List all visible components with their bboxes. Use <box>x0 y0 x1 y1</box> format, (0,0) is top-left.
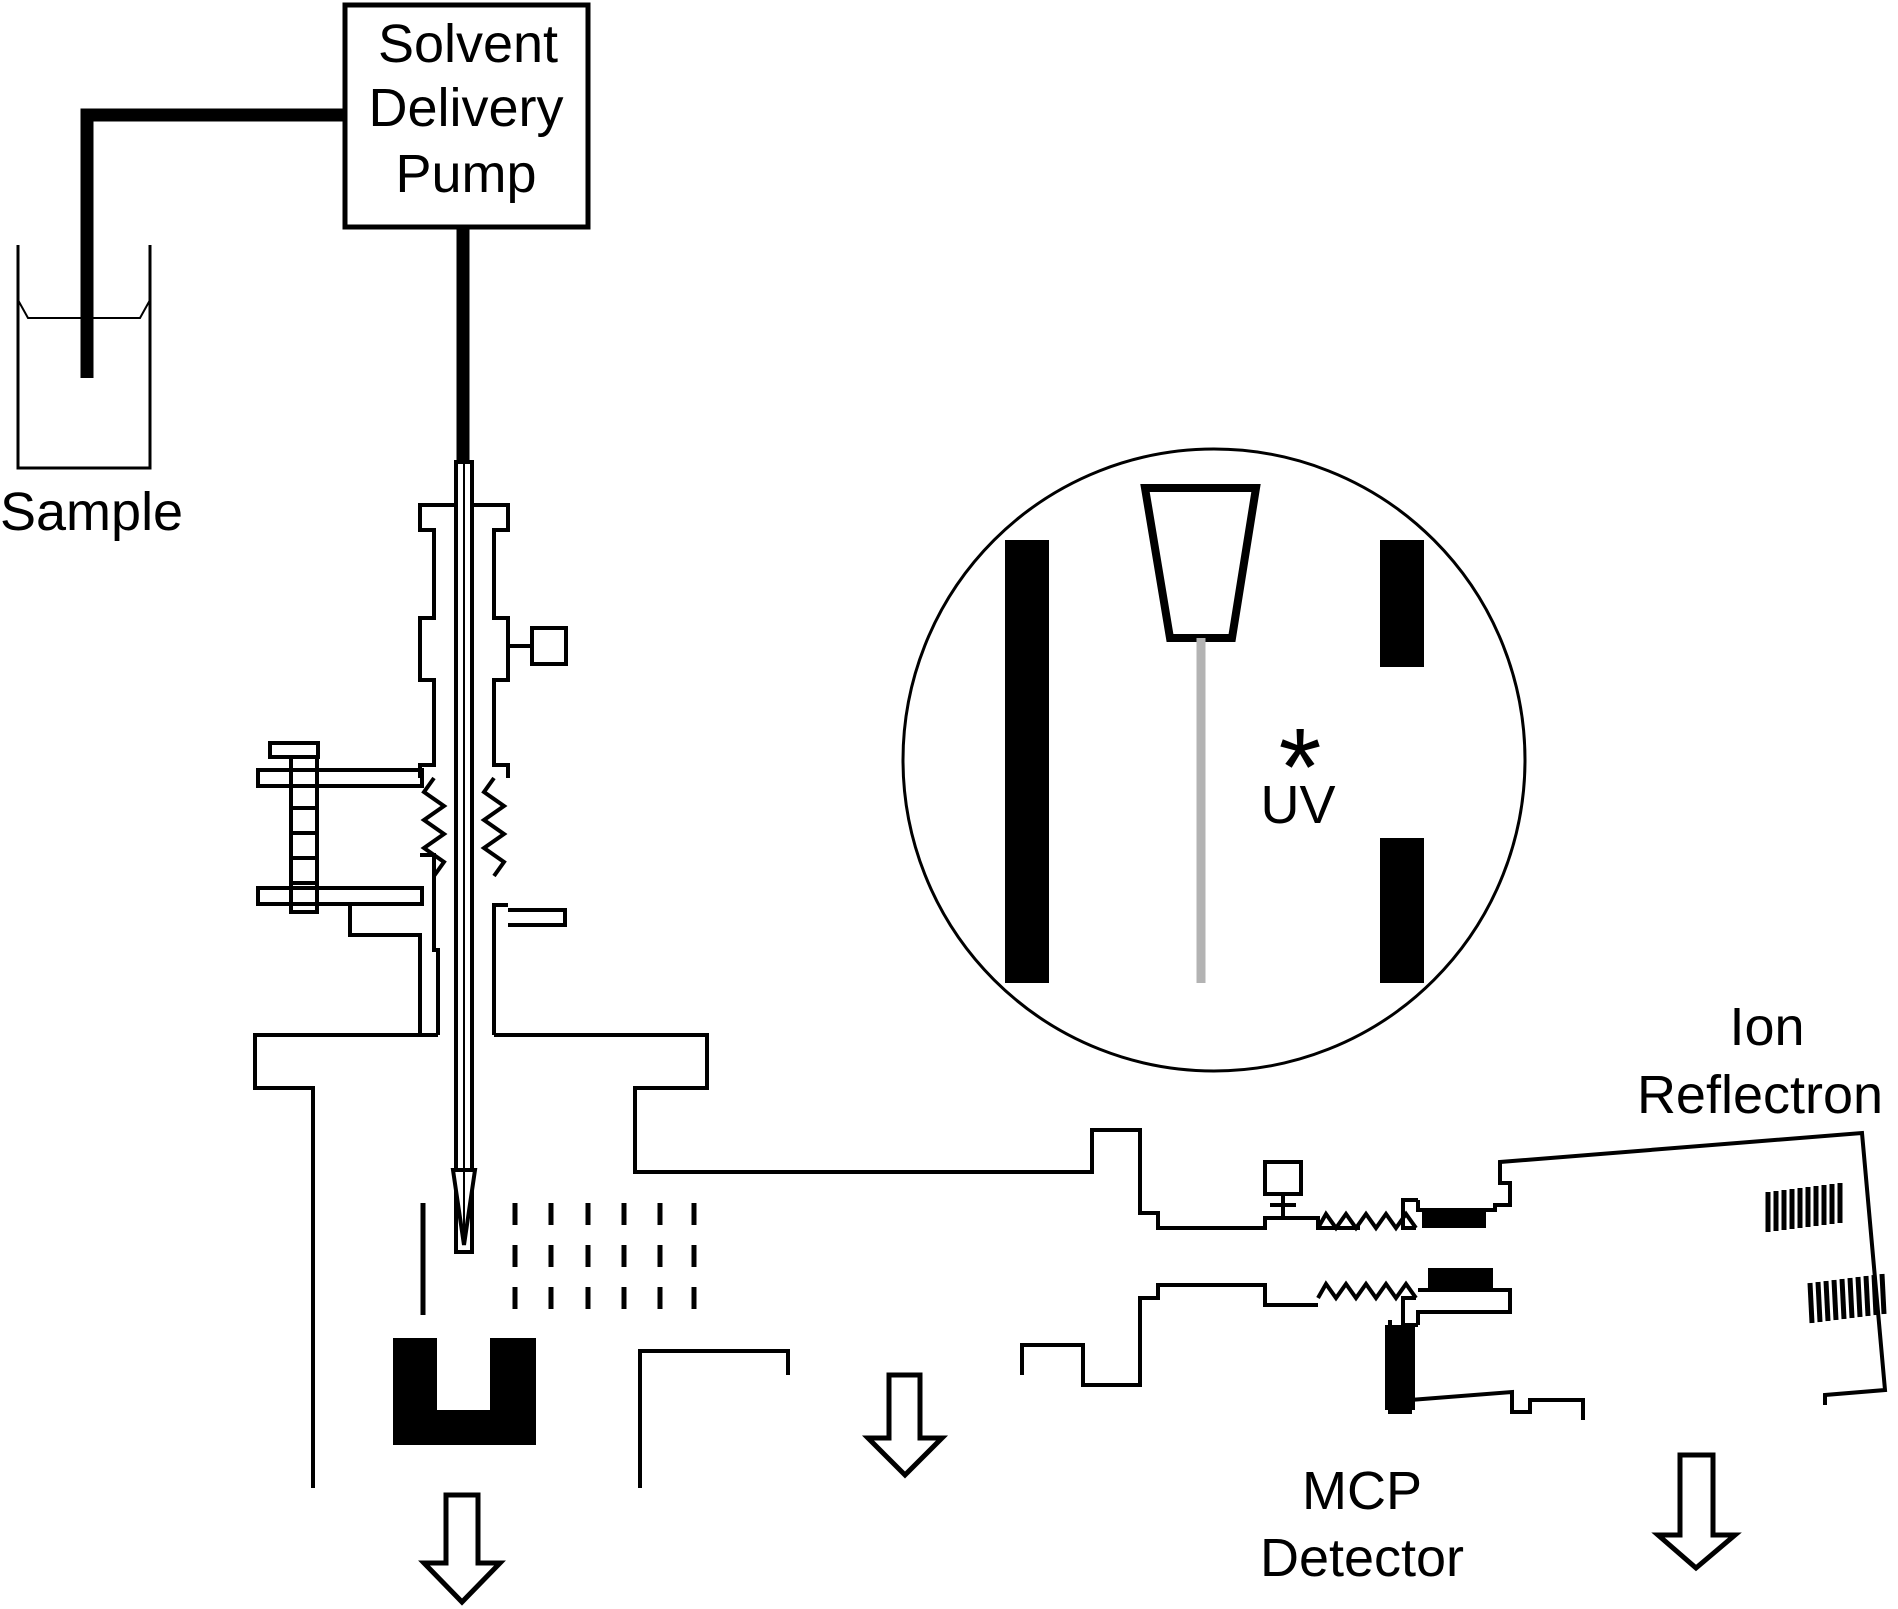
extraction-electrodes <box>420 1203 697 1315</box>
flight-tube <box>1020 1128 1360 1387</box>
pump-label-line1: Solvent <box>378 14 558 74</box>
pump-out-arrow-middle <box>861 1372 949 1479</box>
source-chamber <box>253 1033 1085 1488</box>
droplet-catcher <box>393 1338 536 1445</box>
pump-out-arrow-reflectron <box>1651 1452 1742 1572</box>
emitter-holder <box>418 503 568 1035</box>
pump-out-arrow-source <box>418 1492 506 1606</box>
reflectron-grid-lower <box>1807 1273 1887 1324</box>
sample-feed-tube <box>80 108 345 378</box>
sample-beaker: Sample <box>0 245 183 542</box>
reflectron-label-line2: Reflectron <box>1637 1065 1883 1125</box>
pump-label-line3: Pump <box>395 144 536 204</box>
emitter-capillary <box>450 460 478 1254</box>
mcp-label-line1: MCP <box>1302 1461 1422 1521</box>
reflectron-label-line1: Ion <box>1729 997 1804 1057</box>
uv-laser-inset: * UV <box>901 447 1527 1073</box>
solvent-delivery-pump: Solvent Delivery Pump <box>342 2 591 230</box>
flight-tube-bellows <box>1316 1198 1418 1327</box>
uv-label: UV <box>1260 775 1335 835</box>
mcp-label-line2: Detector <box>1260 1528 1464 1588</box>
translation-stage <box>256 741 424 1035</box>
reflectron-grid-upper <box>1765 1183 1843 1232</box>
sample-label: Sample <box>0 482 183 542</box>
uv-star: * <box>1279 706 1322 829</box>
reflectron-plates <box>1385 1212 1493 1410</box>
pump-label-line2: Delivery <box>368 78 563 138</box>
